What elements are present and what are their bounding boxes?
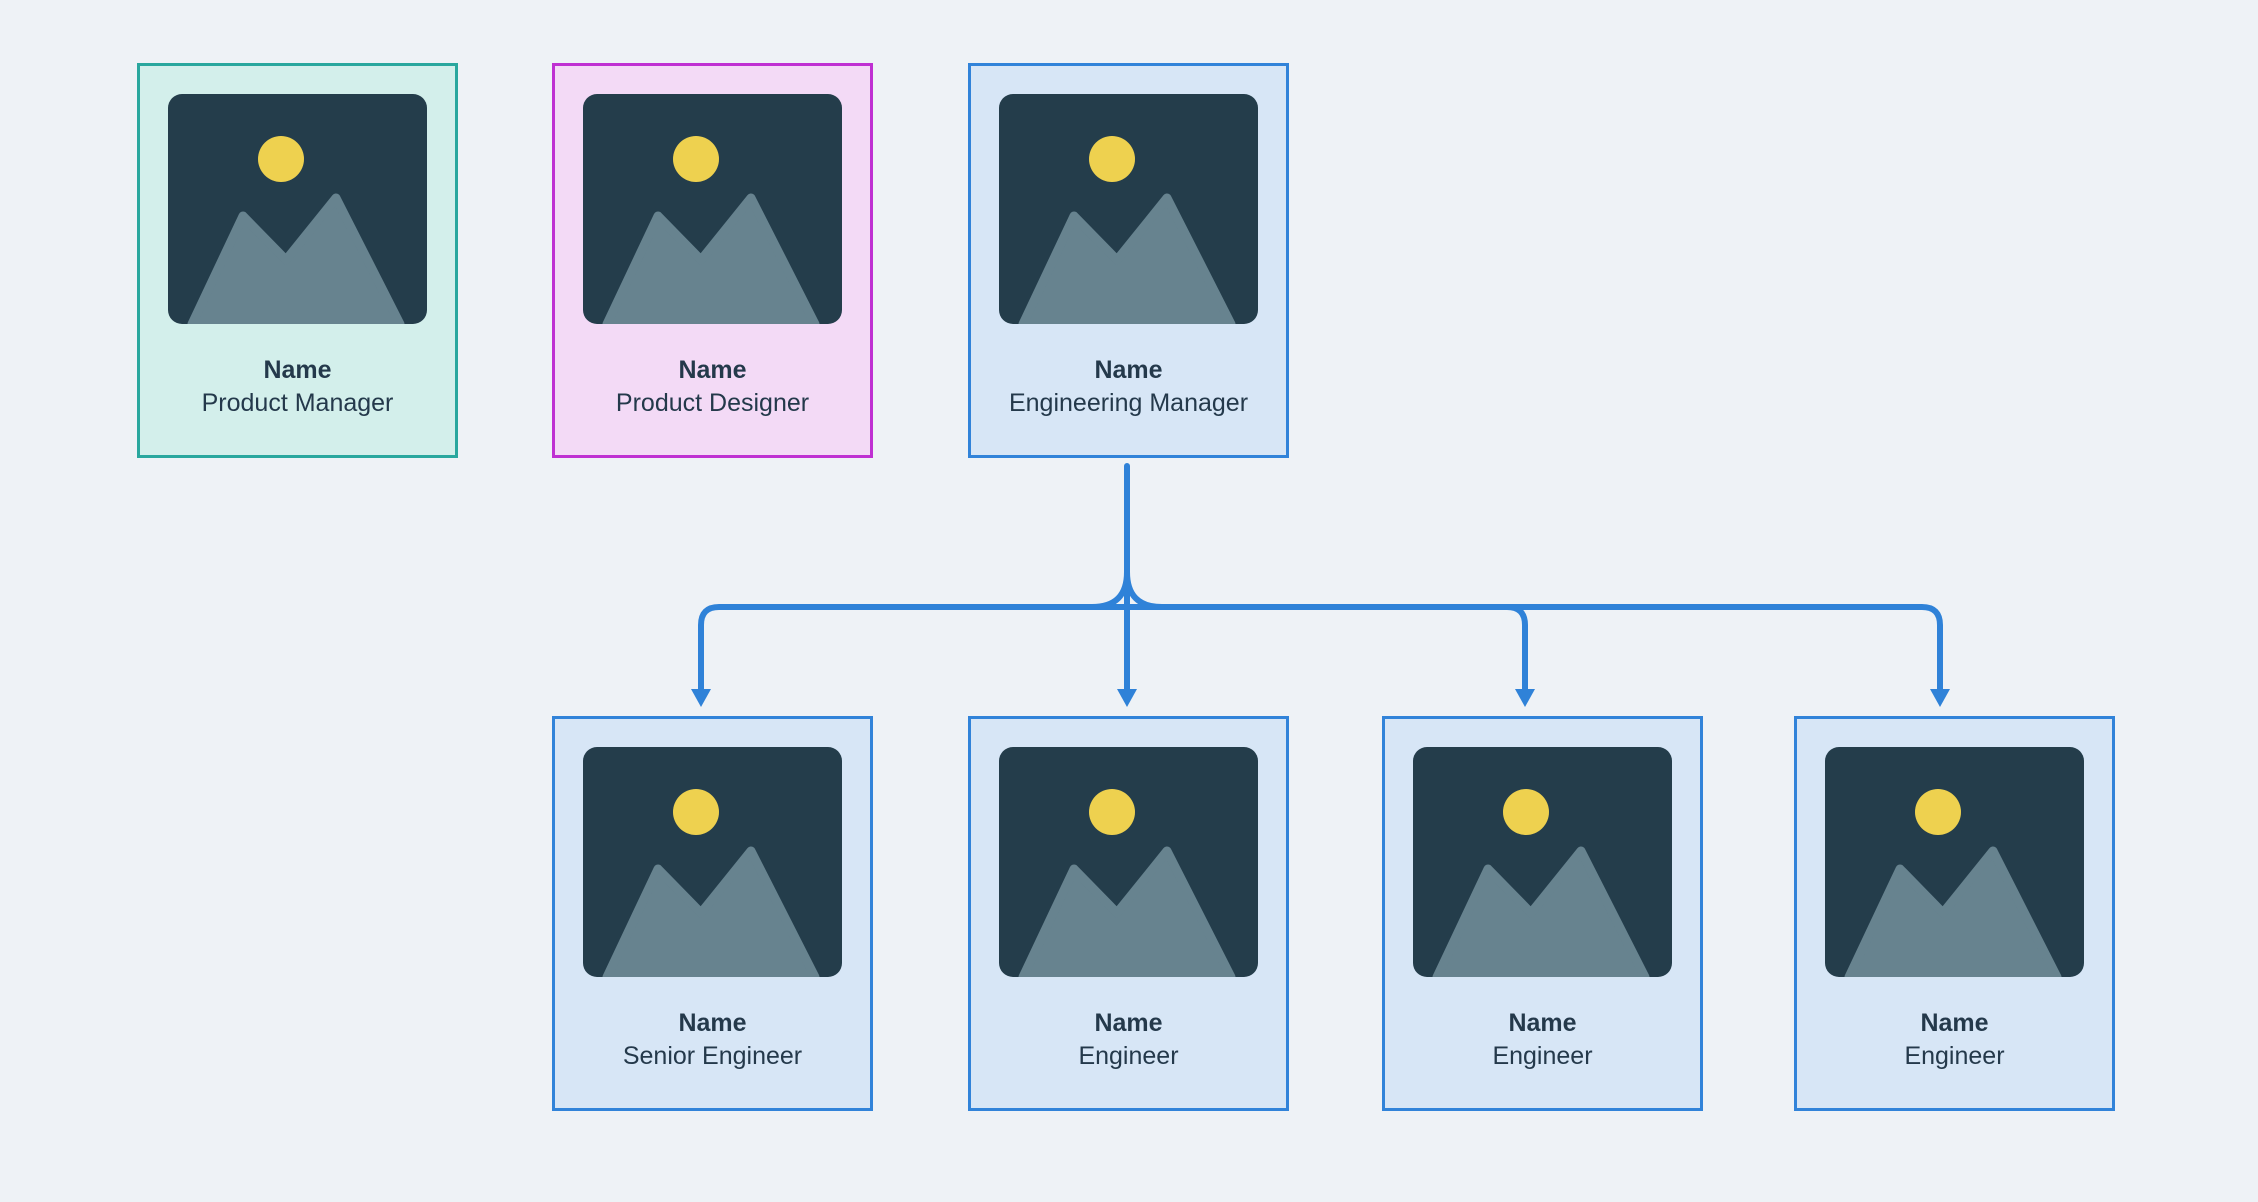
person-role: Senior Engineer: [622, 1042, 803, 1070]
org-card-senior-engineer[interactable]: Name Senior Engineer: [552, 716, 873, 1111]
org-card-engineer-3[interactable]: Name Engineer: [1794, 716, 2115, 1111]
person-role: Product Manager: [201, 389, 394, 417]
image-placeholder-icon: [999, 94, 1258, 324]
person-name: Name: [1920, 1009, 1989, 1037]
edge-rail: [698, 604, 1943, 694]
person-role: Engineer: [1904, 1042, 2005, 1070]
person-role: Engineer: [1078, 1042, 1179, 1070]
image-placeholder-icon: [1413, 747, 1672, 977]
arrowhead-icon: [1930, 689, 1950, 707]
image-placeholder-icon: [999, 747, 1258, 977]
person-role: Engineering Manager: [1008, 389, 1249, 417]
arrowhead-icon: [1515, 689, 1535, 707]
image-placeholder-icon: [168, 94, 427, 324]
person-role: Product Designer: [615, 389, 810, 417]
person-name: Name: [678, 356, 747, 384]
org-card-engineer-2[interactable]: Name Engineer: [1382, 716, 1703, 1111]
person-name: Name: [263, 356, 332, 384]
arrowhead-icon: [1117, 689, 1137, 707]
edge-fillet-left: [1089, 569, 1130, 610]
arrowhead-icon: [691, 689, 711, 707]
image-placeholder-icon: [583, 747, 842, 977]
person-name: Name: [1094, 1009, 1163, 1037]
org-card-product-designer[interactable]: Name Product Designer: [552, 63, 873, 458]
person-name: Name: [1508, 1009, 1577, 1037]
image-placeholder-icon: [583, 94, 842, 324]
edge-branch: [1504, 604, 1528, 694]
edge-fillet-right: [1124, 569, 1165, 610]
person-name: Name: [1094, 356, 1163, 384]
image-placeholder-icon: [1825, 747, 2084, 977]
org-card-engineering-manager[interactable]: Name Engineering Manager: [968, 63, 1289, 458]
org-card-engineer-1[interactable]: Name Engineer: [968, 716, 1289, 1111]
person-name: Name: [678, 1009, 747, 1037]
person-role: Engineer: [1492, 1042, 1593, 1070]
org-card-product-manager[interactable]: Name Product Manager: [137, 63, 458, 458]
